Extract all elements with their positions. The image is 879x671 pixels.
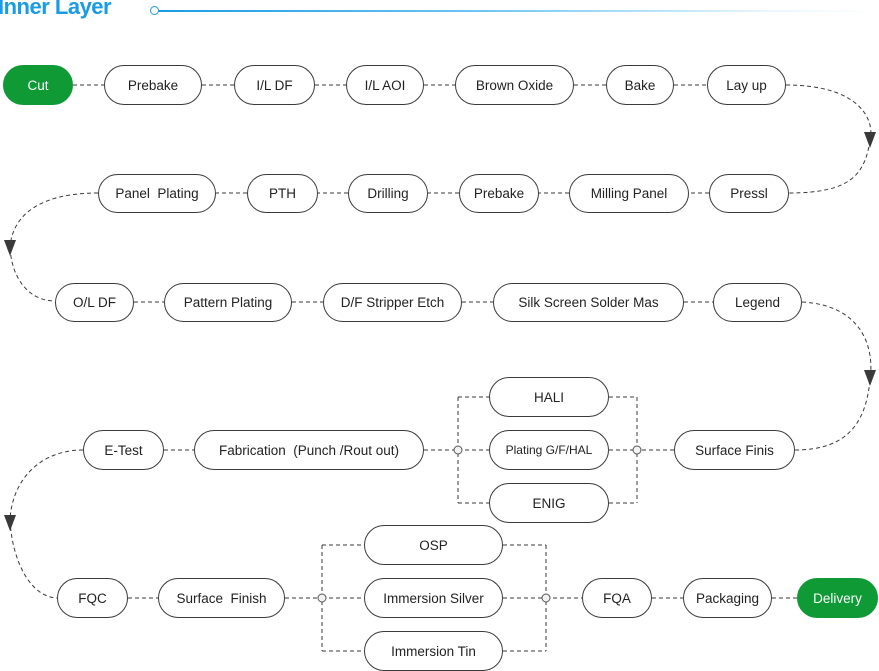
node-enig[interactable]: ENIG [489,483,609,523]
section-title: Inner Layer [0,0,112,19]
node-pattern-plating[interactable]: Pattern Plating [164,283,292,322]
arrow-down-icon [4,240,16,256]
node-immersion-silver[interactable]: Immersion Silver [364,578,503,618]
node-brown-oxide[interactable]: Brown Oxide [455,65,574,105]
node-delivery[interactable]: Delivery [797,578,878,618]
node-fabrication[interactable]: Fabrication (Punch /Rout out) [194,430,424,470]
node-panel-plating[interactable]: Panel Plating [98,174,216,213]
node-drilling[interactable]: Drilling [348,174,428,213]
node-hali[interactable]: HALI [489,377,609,417]
junction-node [632,445,642,455]
node-milling-panel[interactable]: Milling Panel [569,174,689,213]
node-osp[interactable]: OSP [364,525,503,565]
node-ol-df[interactable]: O/L DF [55,283,134,322]
node-pth[interactable]: PTH [247,174,318,213]
node-cut[interactable]: Cut [3,65,73,105]
arrow-down-icon [4,515,16,531]
curve-connector-right-1 [785,84,872,194]
node-bake[interactable]: Bake [606,65,674,105]
junction-node [541,593,551,603]
node-il-df[interactable]: I/L DF [234,65,315,105]
node-il-aoi[interactable]: I/L AOI [346,65,424,105]
node-e-test[interactable]: E-Test [83,430,164,470]
node-plating-gf-hal[interactable]: Plating G/F/HAL [489,430,609,470]
node-surface-finis[interactable]: Surface Finis [674,430,795,470]
curve-connector-left-1 [9,192,99,302]
header-divider-line [158,10,879,12]
node-silk-screen-solder-mask[interactable]: Silk Screen Solder Mas [493,283,684,322]
junction-node [453,445,463,455]
node-packaging[interactable]: Packaging [683,578,772,618]
node-fqc[interactable]: FQC [57,578,128,618]
junction-node [317,593,327,603]
node-surface-finish[interactable]: Surface Finish [158,578,285,618]
curve-connector-left-2 [9,449,84,599]
node-immersion-tin[interactable]: Immersion Tin [364,631,503,671]
node-prebake-1[interactable]: Prebake [104,65,202,105]
node-lay-up[interactable]: Lay up [707,65,786,105]
node-prebake-2[interactable]: Prebake [459,174,539,213]
node-legend[interactable]: Legend [713,283,802,322]
node-press[interactable]: Pressl [709,174,789,213]
arrow-down-icon [864,132,876,148]
arrow-down-icon [864,370,876,386]
node-fqa[interactable]: FQA [582,578,652,618]
node-df-stripper-etch[interactable]: D/F Stripper Etch [323,283,462,322]
curve-connector-right-2 [794,301,872,451]
